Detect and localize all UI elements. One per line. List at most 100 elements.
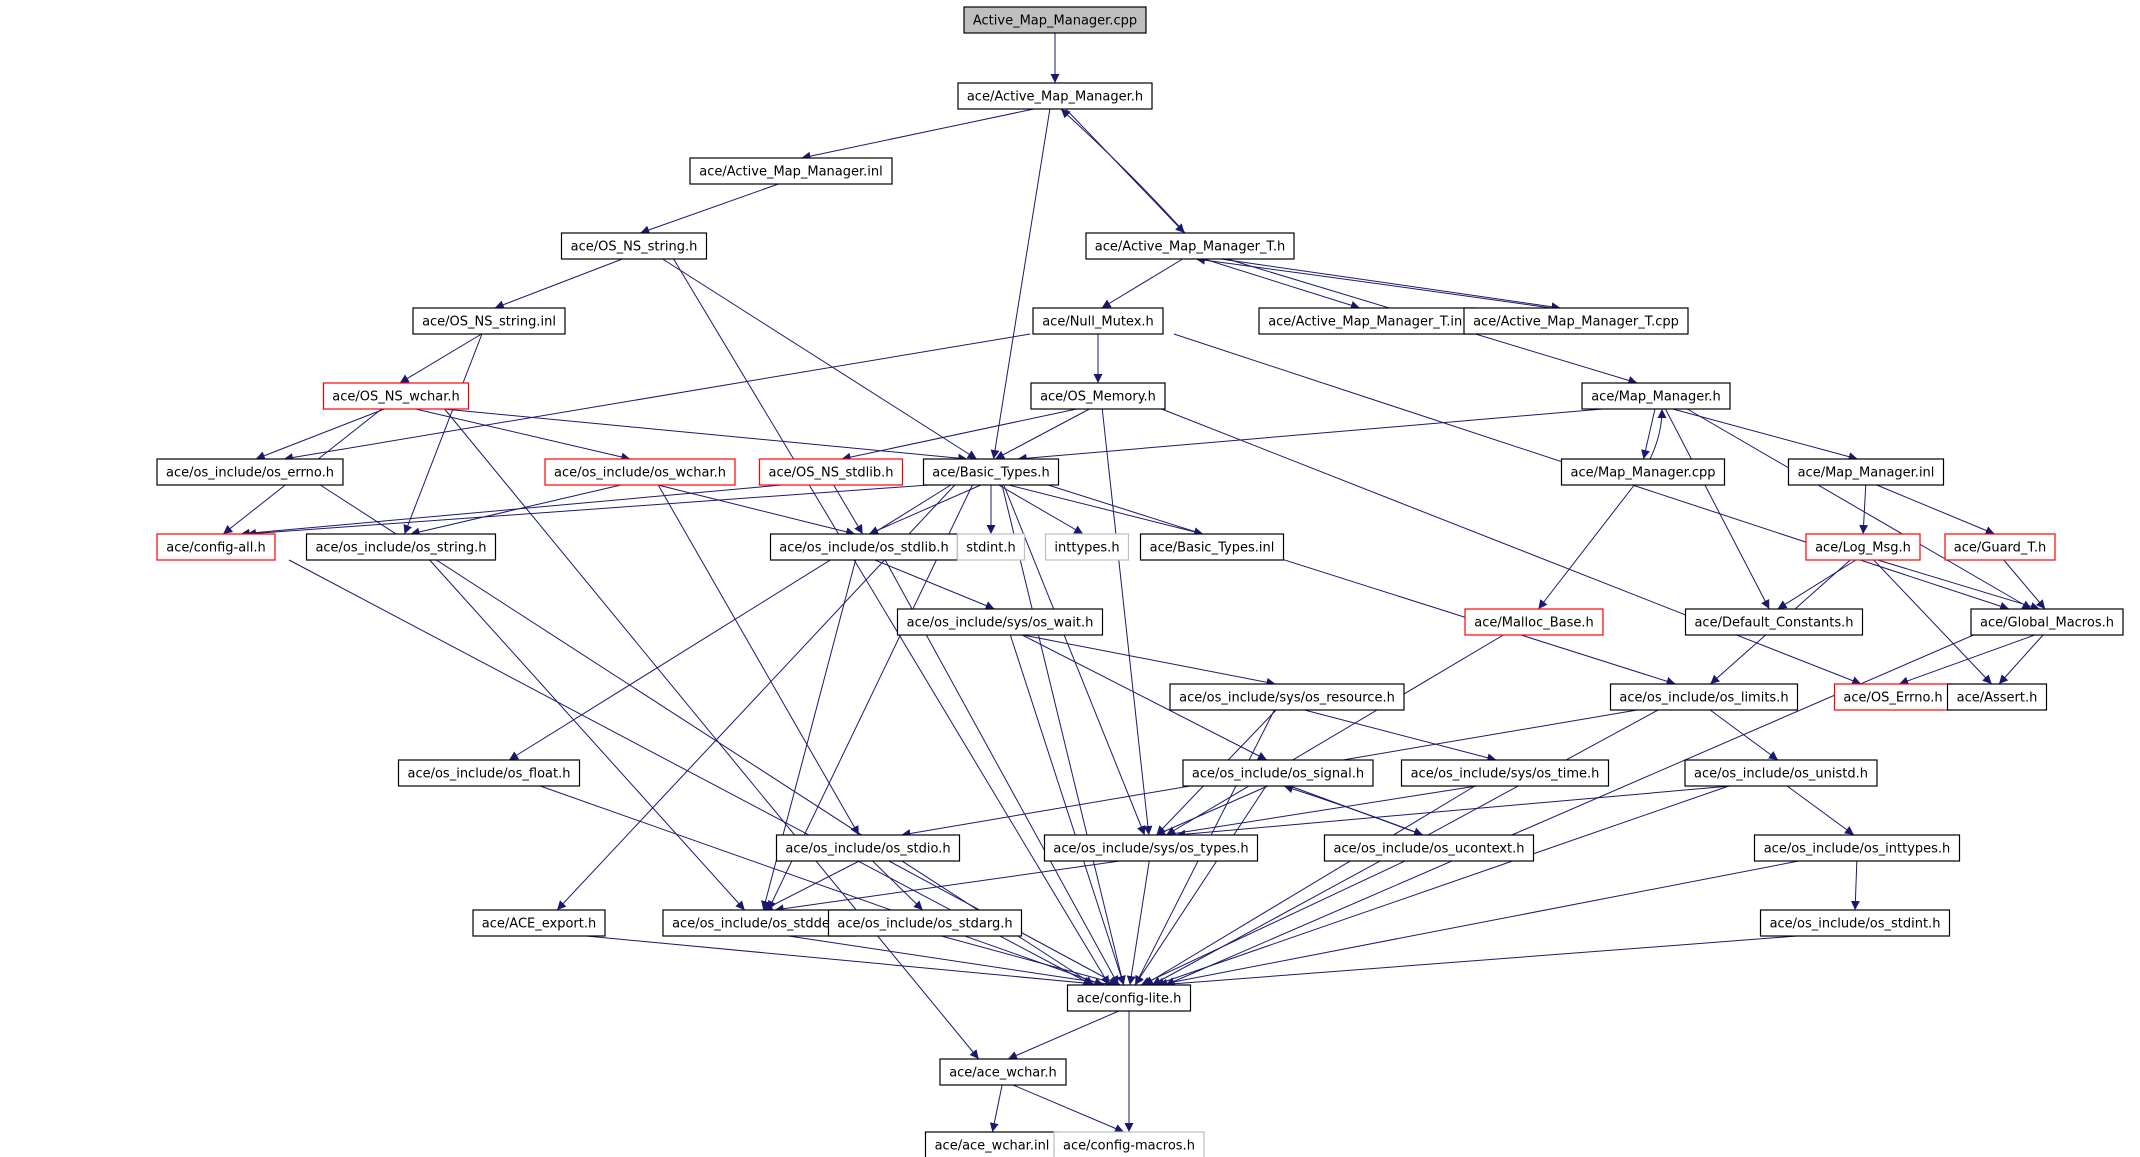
node-os-time-h[interactable]: ace/os_include/sys/os_time.h — [1400, 759, 1610, 787]
node-os-stdio-h[interactable]: ace/os_include/os_stdio.h — [775, 834, 961, 862]
node-os-errno-red-h[interactable]: ace/OS_Errno.h — [1833, 683, 1953, 711]
node-os-wait-h[interactable]: ace/os_include/sys/os_wait.h — [896, 608, 1104, 636]
node-os-stddef-h[interactable]: ace/os_include/os_stddef.h — [662, 909, 856, 937]
node-ace-wchar-inl[interactable]: ace/ace_wchar.inl — [924, 1131, 1060, 1157]
node-os-errno-h[interactable]: ace/os_include/os_errno.h — [156, 458, 344, 486]
edge-malloc_base_h-to-os_types_h — [1166, 634, 1504, 836]
node-label: ace/Map_Manager.h — [1591, 390, 1721, 405]
node-box — [1323, 834, 1535, 862]
node-label: ace/os_include/os_stdarg.h — [837, 917, 1012, 932]
edge-os_ns_stdlib_h-to-os_stdlib_h — [833, 484, 864, 535]
edge-amm_h-to-basic_types_h — [990, 108, 1051, 460]
node-root[interactable]: Active_Map_Manager.cpp — [963, 6, 1147, 34]
node-box — [1085, 232, 1295, 260]
node-amm-h[interactable]: ace/Active_Map_Manager.h — [957, 82, 1153, 110]
file-nodes: Active_Map_Manager.cpp ace/Active_Map_Man… — [156, 6, 2124, 1157]
node-box — [322, 382, 470, 410]
edge-os_stdio_h-to-os_stddef_h — [763, 860, 860, 911]
edge-map_manager_inl-to-log_msg_h — [1859, 484, 1869, 535]
node-os-ucontext-h[interactable]: ace/os_include/os_ucontext.h — [1323, 834, 1535, 862]
node-box — [1043, 834, 1259, 862]
node-ace-wchar-h[interactable]: ace/ace_wchar.h — [939, 1058, 1067, 1086]
node-inttypes-h[interactable]: inttypes.h — [1044, 533, 1130, 561]
node-ammt-inl[interactable]: ace/Active_Map_Manager_T.inl — [1258, 307, 1476, 335]
edge-basic_types_h-to-basic_types_inl — [1008, 484, 1204, 537]
edge-basic_types_h-to-os_stdlib_h — [868, 484, 982, 535]
edge-map_manager_cpp-to-map_manager_h — [1649, 408, 1667, 460]
node-box — [1030, 382, 1166, 410]
node-null-mutex-h[interactable]: ace/Null_Mutex.h — [1032, 307, 1164, 335]
node-os-inttypes-h[interactable]: ace/os_include/os_inttypes.h — [1753, 834, 1961, 862]
node-ammt-h[interactable]: ace/Active_Map_Manager_T.h — [1085, 232, 1295, 260]
node-assert-h[interactable]: ace/Assert.h — [1946, 683, 2048, 711]
node-map-manager-inl[interactable]: ace/Map_Manager.inl — [1787, 458, 1945, 486]
node-label: ace/os_include/os_signal.h — [1192, 767, 1364, 782]
node-label: ace/OS_NS_string.h — [571, 240, 698, 255]
edge-os_ns_wchar_h-to-ace_wchar_h — [444, 408, 980, 1060]
node-box — [1805, 533, 1921, 561]
node-label: ace/Active_Map_Manager.h — [967, 90, 1143, 105]
node-os-stdarg-h[interactable]: ace/os_include/os_stdarg.h — [827, 909, 1023, 937]
node-os-types-h[interactable]: ace/os_include/sys/os_types.h — [1043, 834, 1259, 862]
node-box — [956, 533, 1026, 561]
node-os-limits-h[interactable]: ace/os_include/os_limits.h — [1609, 683, 1799, 711]
node-os-stdint-h[interactable]: ace/os_include/os_stdint.h — [1759, 909, 1951, 937]
node-map-manager-cpp[interactable]: ace/Map_Manager.cpp — [1560, 458, 1726, 486]
node-malloc-base-h[interactable]: ace/Malloc_Base.h — [1464, 608, 1604, 636]
node-label: ace/ACE_export.h — [482, 917, 596, 932]
edge-amm_h-to-amm_inl — [801, 108, 1034, 161]
node-box — [963, 6, 1147, 34]
node-basic-types-inl[interactable]: ace/Basic_Types.inl — [1139, 533, 1285, 561]
node-os-ns-stdlib-h[interactable]: ace/OS_NS_stdlib.h — [758, 458, 904, 486]
dependency-edges — [222, 32, 2046, 1133]
node-label: ace/os_include/sys/os_types.h — [1053, 842, 1248, 857]
node-os-signal-h[interactable]: ace/os_include/os_signal.h — [1182, 759, 1374, 787]
edge-map_manager_cpp-to-malloc_base_h — [1537, 484, 1635, 610]
node-os-ns-string-inl[interactable]: ace/OS_NS_string.inl — [412, 307, 566, 335]
edge-os_ns_wchar_h-to-basic_types_h — [443, 408, 968, 463]
node-os-ns-string-h[interactable]: ace/OS_NS_string.h — [560, 232, 708, 260]
node-log-msg-h[interactable]: ace/Log_Msg.h — [1805, 533, 1921, 561]
node-label: ace/Default_Constants.h — [1694, 616, 1853, 631]
node-os-memory-h[interactable]: ace/OS_Memory.h — [1030, 382, 1166, 410]
edge-os_resource_h-to-os_time_h — [1304, 709, 1497, 763]
node-label: ace/os_include/os_inttypes.h — [1764, 842, 1951, 857]
node-label: ace/Active_Map_Manager_T.cpp — [1473, 315, 1679, 330]
node-os-resource-h[interactable]: ace/os_include/sys/os_resource.h — [1169, 683, 1405, 711]
node-os-string-h[interactable]: ace/os_include/os_string.h — [305, 533, 497, 561]
node-box — [472, 909, 606, 937]
edge-os_time_h-to-config_lite_h — [1143, 785, 1476, 986]
node-stdint-h[interactable]: stdint.h — [956, 533, 1026, 561]
node-os-unistd-h[interactable]: ace/os_include/os_unistd.h — [1684, 759, 1878, 787]
node-os-float-h[interactable]: ace/os_include/os_float.h — [397, 759, 581, 787]
edge-os_stddef_h-to-config_lite_h — [788, 935, 1115, 989]
node-box — [827, 909, 1023, 937]
node-label: inttypes.h — [1054, 541, 1119, 556]
edge-os_ns_string_h-to-basic_types_h — [662, 258, 977, 460]
node-config-all-h[interactable]: ace/config-all.h — [156, 533, 276, 561]
node-map-manager-h[interactable]: ace/Map_Manager.h — [1581, 382, 1731, 410]
node-ace-export-h[interactable]: ace/ACE_export.h — [472, 909, 606, 937]
node-basic-types-h[interactable]: ace/Basic_Types.h — [922, 458, 1060, 486]
node-os-wchar-h[interactable]: ace/os_include/os_wchar.h — [544, 458, 736, 486]
node-label: ace/Basic_Types.inl — [1150, 541, 1275, 556]
edge-amm_inl-to-os_ns_string_h — [640, 183, 779, 235]
edge-map_manager_h-to-basic_types_h — [1017, 408, 1603, 463]
node-config-macros-h[interactable]: ace/config-macros.h — [1053, 1131, 1205, 1157]
edge-os_memory_h-to-os_ns_stdlib_h — [841, 408, 1077, 462]
node-box — [1970, 608, 2124, 636]
edge-os_inttypes_h-to-config_lite_h — [1158, 860, 1799, 988]
node-global-macros-h[interactable]: ace/Global_Macros.h — [1970, 608, 2124, 636]
node-os-stdlib-h[interactable]: ace/os_include/os_stdlib.h — [769, 533, 959, 561]
node-guard-t-h[interactable]: ace/Guard_T.h — [1944, 533, 2056, 561]
edge-amm_h-to-ammt_h — [1065, 108, 1185, 234]
edge-ammt_h-to-amm_h — [1060, 108, 1186, 234]
node-os-ns-wchar-h[interactable]: ace/OS_NS_wchar.h — [322, 382, 470, 410]
node-config-lite-h[interactable]: ace/config-lite.h — [1066, 984, 1192, 1012]
node-box — [1560, 458, 1726, 486]
node-box — [1032, 307, 1164, 335]
node-default-constants-h[interactable]: ace/Default_Constants.h — [1684, 608, 1864, 636]
node-ammt-cpp[interactable]: ace/Active_Map_Manager_T.cpp — [1463, 307, 1689, 335]
node-amm-inl[interactable]: ace/Active_Map_Manager.inl — [689, 157, 893, 185]
